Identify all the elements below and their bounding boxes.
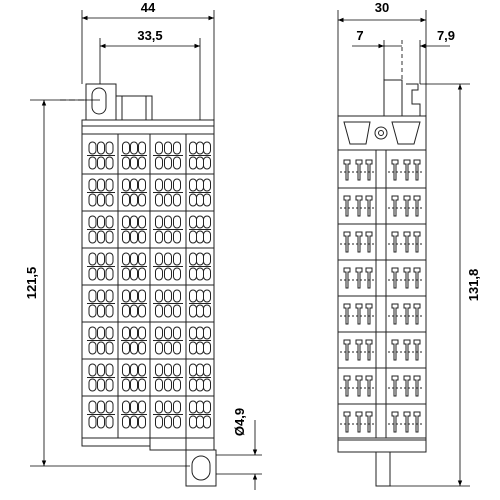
dim-side-offset-left: 7 bbox=[356, 28, 363, 43]
side-terminal-row bbox=[338, 411, 426, 441]
terminal-cell bbox=[189, 363, 211, 392]
side-bottom-shaft bbox=[375, 451, 391, 487]
terminal-cell bbox=[121, 289, 147, 318]
side-terminal-row bbox=[338, 339, 426, 369]
side-body bbox=[337, 149, 427, 439]
terminal-cell bbox=[121, 326, 147, 355]
front-view bbox=[81, 83, 217, 487]
terminal-cell bbox=[87, 363, 115, 392]
side-top-shaft bbox=[383, 79, 403, 117]
front-body bbox=[81, 119, 215, 439]
side-terminal-row bbox=[338, 375, 426, 405]
side-dimensions bbox=[337, 10, 470, 487]
terminal-cell bbox=[189, 289, 211, 318]
terminal-cell bbox=[153, 215, 183, 244]
dim-side-height: 131,8 bbox=[466, 269, 481, 302]
dim-hole-diameter: Ø4,9 bbox=[232, 408, 247, 436]
terminal-cell bbox=[87, 178, 115, 207]
side-terminal-row bbox=[338, 195, 426, 225]
terminal-rows bbox=[82, 141, 214, 429]
terminal-cell bbox=[87, 252, 115, 281]
dim-side-offset-right: 7,9 bbox=[437, 28, 455, 43]
top-mounting-hole bbox=[91, 87, 107, 115]
terminal-cell bbox=[153, 289, 183, 318]
terminal-row bbox=[82, 247, 214, 281]
terminal-cell bbox=[121, 252, 147, 281]
terminal-cell bbox=[189, 141, 211, 170]
terminal-cell bbox=[121, 400, 147, 429]
side-header bbox=[337, 115, 427, 151]
side-view bbox=[337, 79, 427, 487]
terminal-cell bbox=[189, 178, 211, 207]
side-top-clip bbox=[406, 83, 421, 116]
dim-front-height: 121,5 bbox=[24, 267, 39, 300]
terminal-cell bbox=[87, 141, 115, 170]
terminal-cell bbox=[153, 326, 183, 355]
terminal-cell bbox=[121, 178, 147, 207]
side-terminal-rows bbox=[338, 159, 426, 441]
terminal-cell bbox=[121, 363, 147, 392]
terminal-cell bbox=[153, 363, 183, 392]
terminal-cell bbox=[153, 141, 183, 170]
terminal-cell bbox=[189, 215, 211, 244]
terminal-row bbox=[82, 358, 214, 392]
terminal-row bbox=[87, 141, 211, 170]
terminal-cell bbox=[87, 215, 115, 244]
side-terminal-row bbox=[338, 231, 426, 261]
terminal-cell bbox=[189, 252, 211, 281]
terminal-row bbox=[82, 321, 214, 355]
terminal-cell bbox=[189, 400, 211, 429]
terminal-cell bbox=[87, 289, 115, 318]
terminal-cell bbox=[153, 252, 183, 281]
dim-front-width: 44 bbox=[141, 0, 156, 15]
side-terminal-row bbox=[338, 303, 426, 333]
top-mounting-tab bbox=[85, 83, 117, 121]
front-bottom-step bbox=[81, 438, 215, 451]
terminal-cell bbox=[189, 326, 211, 355]
side-terminal-row bbox=[338, 267, 426, 297]
terminal-cell bbox=[87, 326, 115, 355]
dim-front-inner-width: 33,5 bbox=[137, 28, 162, 43]
front-dimensions bbox=[30, 10, 262, 490]
bottom-mounting-hole bbox=[191, 455, 211, 481]
dim-side-width: 30 bbox=[375, 0, 389, 15]
terminal-cell bbox=[121, 141, 147, 170]
bottom-mounting-tab bbox=[185, 449, 217, 487]
side-terminal-row bbox=[338, 159, 426, 189]
terminal-cell bbox=[153, 400, 183, 429]
terminal-cell bbox=[87, 400, 115, 429]
top-tab-latch bbox=[115, 95, 153, 121]
terminal-cell bbox=[153, 178, 183, 207]
terminal-row bbox=[82, 395, 214, 429]
terminal-cell bbox=[121, 215, 147, 244]
terminal-row bbox=[82, 284, 214, 318]
terminal-row bbox=[82, 173, 214, 207]
terminal-row bbox=[82, 210, 214, 244]
